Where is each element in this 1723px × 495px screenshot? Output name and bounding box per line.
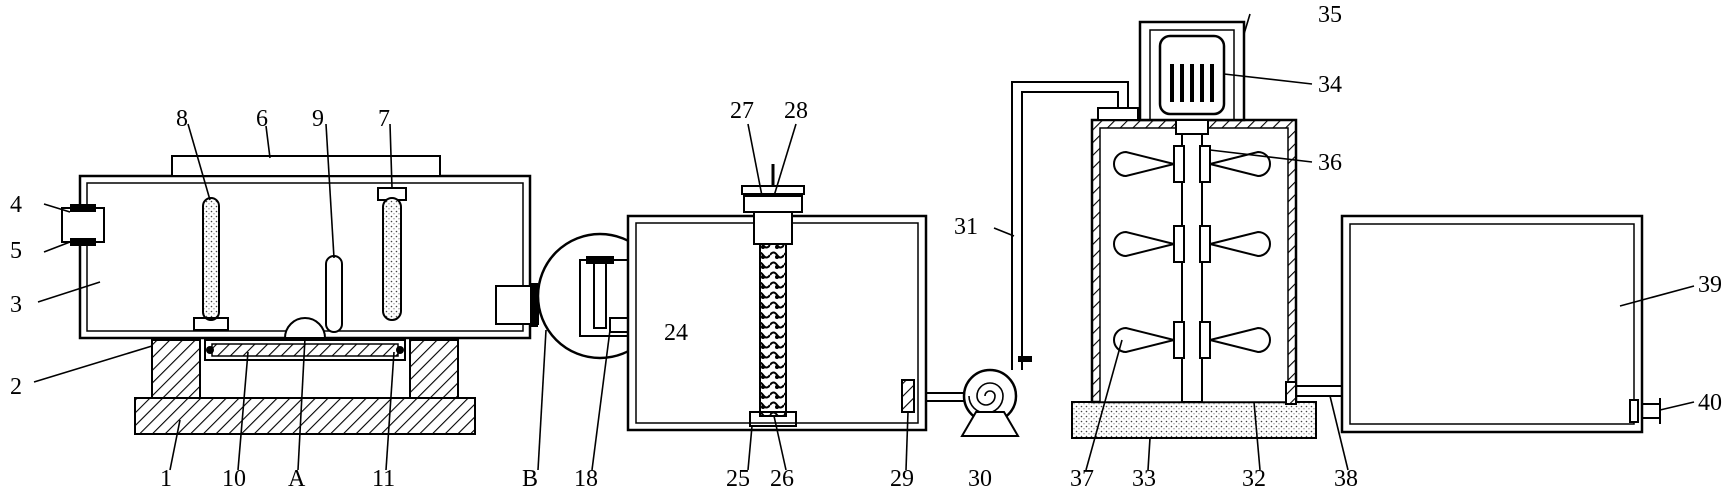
- left-tank-assembly: [61, 155, 539, 435]
- part-label-28: 28: [784, 98, 808, 124]
- storage-tank-assembly: [1340, 214, 1661, 434]
- bottom-gear-dome: [283, 317, 327, 339]
- part-label-26: 26: [770, 466, 794, 492]
- part-label-37: 37: [1070, 466, 1094, 492]
- part-label-34: 34: [1318, 72, 1342, 98]
- part-label-b: B: [522, 466, 538, 492]
- part-label-27: 27: [730, 98, 754, 124]
- part-label-39: 39: [1698, 272, 1722, 298]
- mixer-assembly: [1071, 20, 1371, 439]
- top-motor: [753, 211, 793, 245]
- base-plate: [134, 397, 476, 435]
- part-label-33: 33: [1132, 466, 1156, 492]
- part-label-25: 25: [726, 466, 750, 492]
- mixer-paddles: [1113, 145, 1271, 359]
- leader-lines: [33, 13, 1695, 471]
- part-label-38: 38: [1334, 466, 1358, 492]
- outlet-pipe: [1642, 398, 1661, 424]
- mixer-base: [1071, 401, 1317, 439]
- part-label-40: 40: [1698, 390, 1722, 416]
- part-label-2: 2: [10, 374, 22, 400]
- part-label-4: 4: [10, 192, 22, 218]
- pump-assembly: [926, 81, 1129, 437]
- part-label-31: 31: [954, 214, 978, 240]
- part-label-18: 18: [574, 466, 598, 492]
- tank-body: [78, 174, 532, 340]
- part-label-8: 8: [176, 106, 188, 132]
- outlet-valve: [901, 379, 915, 413]
- riser-pipe: [1011, 81, 1129, 370]
- part-label-3: 3: [10, 292, 22, 318]
- side-handle: [61, 207, 105, 243]
- part-label-35: 35: [1318, 2, 1342, 28]
- part-label-10: 10: [222, 466, 246, 492]
- tube-9: [325, 255, 343, 333]
- screw-column: [759, 243, 787, 417]
- tube-7: [382, 197, 402, 321]
- part-label-29: 29: [890, 466, 914, 492]
- part-label-11: 11: [372, 466, 395, 492]
- part-label-30: 30: [968, 466, 992, 492]
- storage-tank: [1340, 214, 1644, 434]
- tube-8: [202, 197, 220, 321]
- tank-lid: [171, 155, 441, 177]
- mixer-shaft: [1181, 133, 1203, 403]
- filter-tank-assembly: [626, 164, 928, 432]
- part-label-32: 32: [1242, 466, 1266, 492]
- part-label-6: 6: [256, 106, 268, 132]
- part-label-a: A: [288, 466, 306, 492]
- part-label-36: 36: [1318, 150, 1342, 176]
- part-label-7: 7: [378, 106, 390, 132]
- support-right: [409, 339, 459, 399]
- part-label-1: 1: [160, 466, 172, 492]
- support-left: [151, 339, 201, 399]
- part-label-5: 5: [10, 238, 22, 264]
- part-label-9: 9: [312, 106, 324, 132]
- part-label-24: 24: [664, 320, 688, 346]
